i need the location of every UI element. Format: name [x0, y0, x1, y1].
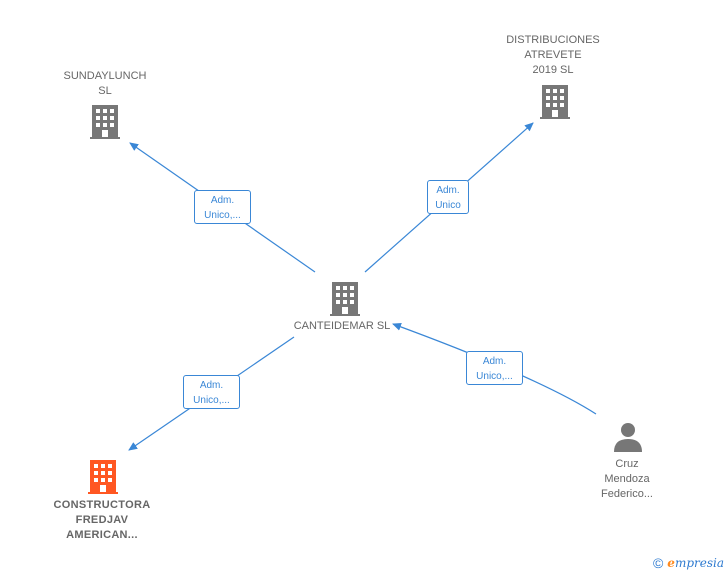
building-icon-center[interactable]: [330, 282, 360, 316]
edge-role-sundaylunch[interactable]: Adm. Unico,...: [194, 190, 251, 224]
node-label-person[interactable]: Cruz Mendoza Federico...: [601, 458, 653, 500]
edge-role-person[interactable]: Adm. Unico,...: [466, 351, 523, 385]
person-icon[interactable]: [614, 423, 642, 452]
empresia-logo: empresia: [667, 556, 724, 570]
footer-brand[interactable]: © empresia: [653, 555, 724, 571]
edge-role-distribuciones[interactable]: Adm. Unico: [427, 180, 469, 214]
node-label-center[interactable]: CANTEIDEMAR SL: [293, 320, 391, 332]
building-icon-constructora[interactable]: [88, 460, 118, 494]
node-label-distribuciones[interactable]: DISTRIBUCIONES ATREVETE 2019 SL: [506, 34, 600, 76]
copyright-icon: ©: [652, 555, 664, 571]
building-icon-sundaylunch[interactable]: [90, 105, 120, 139]
edge-role-constructora[interactable]: Adm. Unico,...: [183, 375, 240, 409]
node-label-constructora[interactable]: CONSTRUCTORA FREDJAV AMERICAN...: [53, 499, 151, 541]
building-icon-distribuciones[interactable]: [540, 85, 570, 119]
node-label-sundaylunch[interactable]: SUNDAYLUNCH SL: [63, 70, 147, 97]
